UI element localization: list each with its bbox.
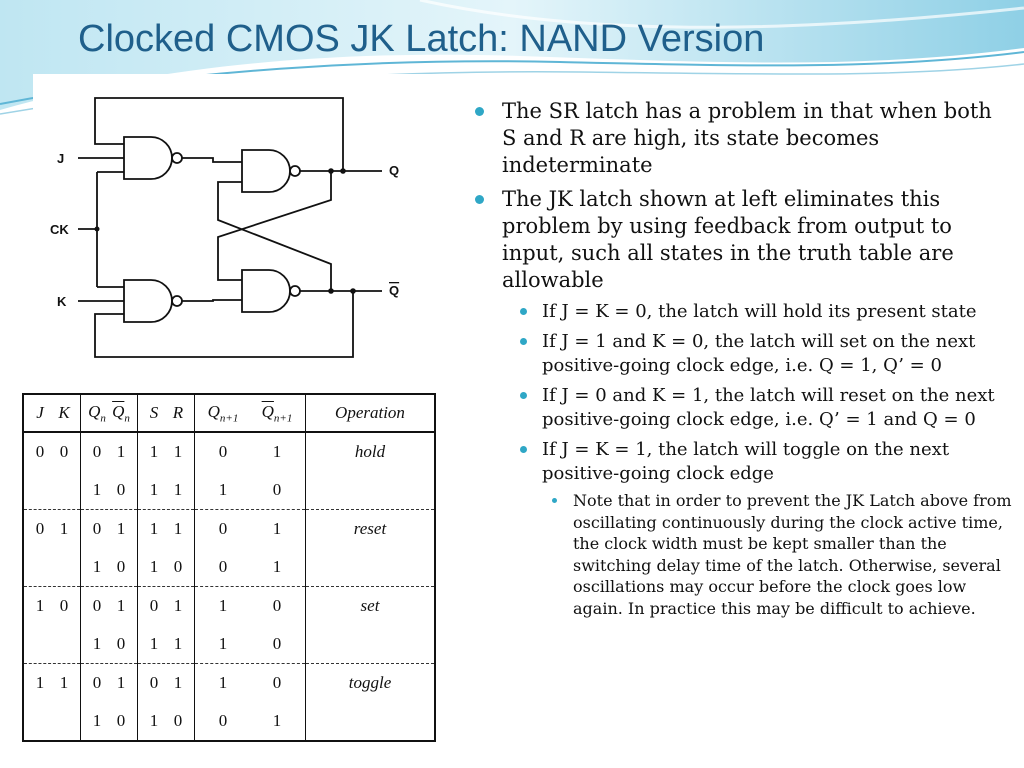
operation-cell xyxy=(305,471,435,510)
operation-cell xyxy=(306,702,436,741)
operation-cell: set xyxy=(360,596,380,615)
header-operation: Operation xyxy=(305,394,435,433)
inversion-bubble xyxy=(171,152,183,164)
sub-bullet-toggle: If J = K = 1, the latch will toggle on t… xyxy=(472,438,1012,619)
table-cell xyxy=(23,625,81,664)
operation-cell: reset xyxy=(353,519,387,538)
sub-bullet-reset: If J = 0 and K = 1, the latch will reset… xyxy=(472,384,1012,432)
bullet-jk-latch-solution: The JK latch shown at left eliminates th… xyxy=(472,186,1012,619)
input-label-j: J xyxy=(57,151,64,166)
operation-cell xyxy=(305,625,435,664)
sub-bullet-set: If J = 1 and K = 0, the latch will set o… xyxy=(472,330,1012,378)
nand-gate-j xyxy=(123,136,173,180)
bullet-sr-latch-problem: The SR latch has a problem in that when … xyxy=(472,98,1012,179)
nand-gate-k xyxy=(123,279,173,323)
bullet-list: The SR latch has a problem in that when … xyxy=(472,98,1012,626)
nand-gate-upper xyxy=(241,149,291,193)
nand-gate-lower xyxy=(241,269,291,313)
table-cell xyxy=(23,702,81,741)
inversion-bubble xyxy=(289,285,301,297)
sub-bullet-hold: If J = K = 0, the latch will hold its pr… xyxy=(472,300,1012,324)
table-cell xyxy=(23,548,81,587)
operation-cell: toggle xyxy=(348,673,392,692)
note-bullet-oscillation: Note that in order to prevent the JK Lat… xyxy=(472,490,1012,619)
input-label-k: K xyxy=(57,294,67,309)
slide-title: Clocked CMOS JK Latch: NAND Version xyxy=(78,18,765,60)
inversion-bubble xyxy=(289,165,301,177)
table-cell xyxy=(23,471,81,510)
output-label-q: Q xyxy=(389,163,399,178)
input-label-ck: CK xyxy=(50,222,69,237)
operation-cell xyxy=(305,548,435,587)
inversion-bubble xyxy=(171,295,183,307)
output-label-q-bar: Q xyxy=(389,283,399,298)
operation-cell: hold xyxy=(354,442,386,461)
jk-latch-circuit-diagram: J CK K Q Q xyxy=(33,74,446,380)
